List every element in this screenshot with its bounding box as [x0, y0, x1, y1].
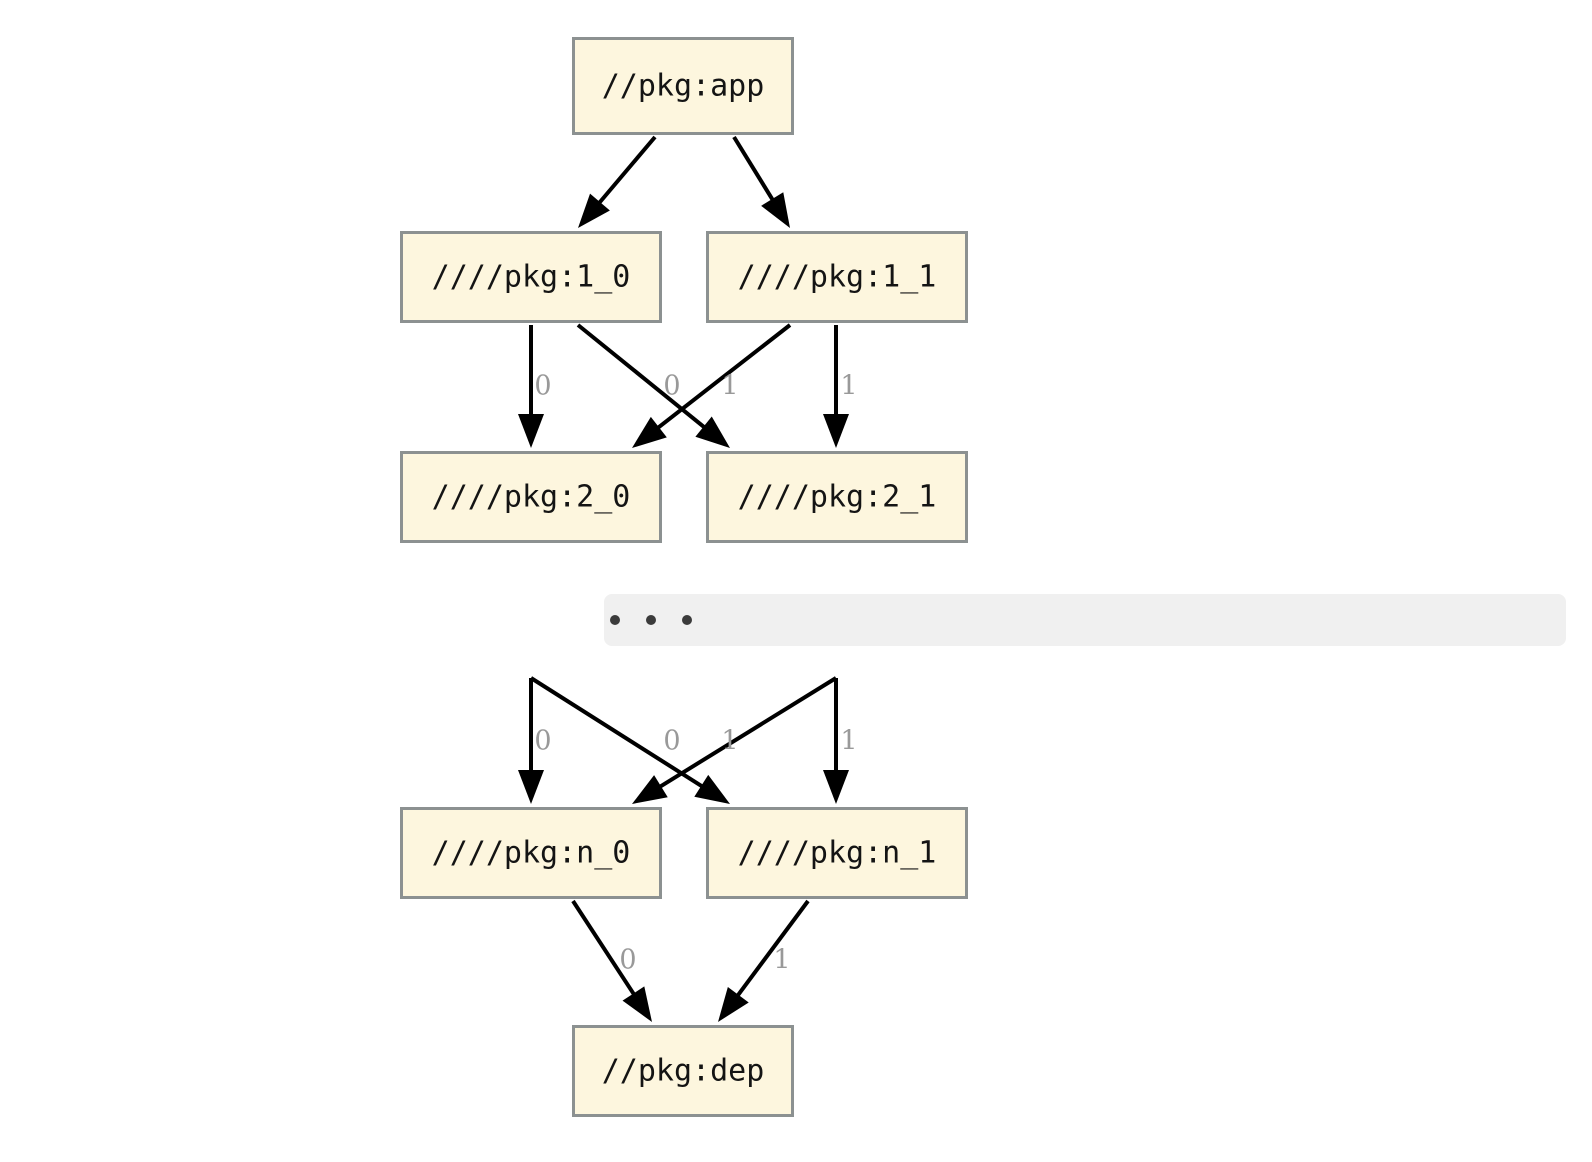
edge-line: [594, 135, 657, 208]
edge-label: 0: [534, 371, 551, 402]
graph-edge: [529, 676, 730, 804]
graph-node-nn_1[interactable]: ////pkg:n_1: [706, 807, 968, 899]
edge-label: 1: [840, 726, 857, 757]
node-box[interactable]: [706, 231, 968, 323]
graph-node-n1_1[interactable]: ////pkg:1_1: [706, 231, 968, 323]
edge-line: [732, 135, 778, 206]
node-label: ////pkg:n_1: [738, 836, 937, 871]
ellipsis-separator: [604, 594, 1566, 646]
node-box[interactable]: [706, 807, 968, 899]
graph-edge: [732, 135, 790, 228]
graph-node-n1_0[interactable]: ////pkg:1_0: [400, 231, 662, 323]
edge-line: [571, 899, 639, 1000]
graph-edge: [632, 323, 792, 448]
edge-label: 1: [721, 726, 738, 757]
node-label: ////pkg:n_0: [432, 836, 631, 871]
edge-arrowhead: [718, 986, 749, 1022]
node-box[interactable]: [572, 37, 794, 135]
graph-edge: [718, 899, 810, 1022]
edge-arrowhead: [518, 414, 544, 448]
ellipsis-band: [604, 594, 1566, 646]
edge-arrowhead: [622, 986, 652, 1022]
edge-arrowhead: [578, 193, 610, 228]
edge-arrowhead: [761, 192, 790, 228]
ellipsis-dot-icon: [610, 615, 620, 625]
node-box[interactable]: [400, 807, 662, 899]
graph-node-app[interactable]: //pkg:app: [572, 37, 794, 135]
edge-label: 0: [663, 371, 680, 402]
node-label: ////pkg:2_1: [738, 480, 937, 515]
nodes-layer: //pkg:app ////pkg:1_0 ////pkg:1_1 ////pkg:2…: [400, 37, 968, 1117]
edge-line: [576, 323, 710, 432]
graph-edge: [632, 676, 838, 804]
edge-label: 0: [663, 726, 680, 757]
node-box[interactable]: [400, 231, 662, 323]
edge-arrowhead: [694, 774, 730, 804]
node-box[interactable]: [706, 451, 968, 543]
edge-arrowhead: [695, 416, 730, 448]
ellipsis-dot-icon: [682, 615, 692, 625]
node-box[interactable]: [400, 451, 662, 543]
edge-line: [733, 899, 810, 1001]
node-label: ////pkg:1_0: [432, 260, 631, 295]
node-box[interactable]: [572, 1025, 794, 1117]
graph-edge: [518, 678, 544, 804]
edge-arrowhead: [518, 770, 544, 804]
edge-line: [654, 676, 838, 791]
edge-arrowhead: [632, 416, 667, 448]
graph-node-n2_0[interactable]: ////pkg:2_0: [400, 451, 662, 543]
graph-edge: [518, 325, 544, 448]
graph-node-dep[interactable]: //pkg:dep: [572, 1025, 794, 1117]
graph-edge: [571, 899, 652, 1022]
node-label: ////pkg:1_1: [738, 260, 937, 295]
edge-line: [529, 676, 708, 791]
edge-labels-layer: 0 0 1 1 0 0 1 1 0 1: [534, 371, 857, 976]
graph-edge: [578, 135, 657, 228]
graph-node-nn_0[interactable]: ////pkg:n_0: [400, 807, 662, 899]
edges-layer: [518, 135, 849, 1022]
node-label: ////pkg:2_0: [432, 480, 631, 515]
graph-node-n2_1[interactable]: ////pkg:2_1: [706, 451, 968, 543]
graph-edge: [576, 323, 730, 448]
graph-edge: [823, 325, 849, 448]
edge-arrowhead: [632, 775, 668, 804]
node-label: //pkg:app: [602, 69, 765, 104]
node-label: //pkg:dep: [602, 1054, 765, 1089]
edge-label: 1: [721, 371, 738, 402]
ellipsis-dot-icon: [646, 615, 656, 625]
edge-arrowhead: [823, 414, 849, 448]
edge-label: 1: [773, 945, 790, 976]
edge-line: [652, 323, 792, 433]
graph-edge: [823, 678, 849, 804]
edge-label: 1: [840, 371, 857, 402]
edge-arrowhead: [823, 770, 849, 804]
edge-label: 0: [619, 945, 636, 976]
separator-layer: [604, 594, 1566, 646]
edge-label: 0: [534, 726, 551, 757]
